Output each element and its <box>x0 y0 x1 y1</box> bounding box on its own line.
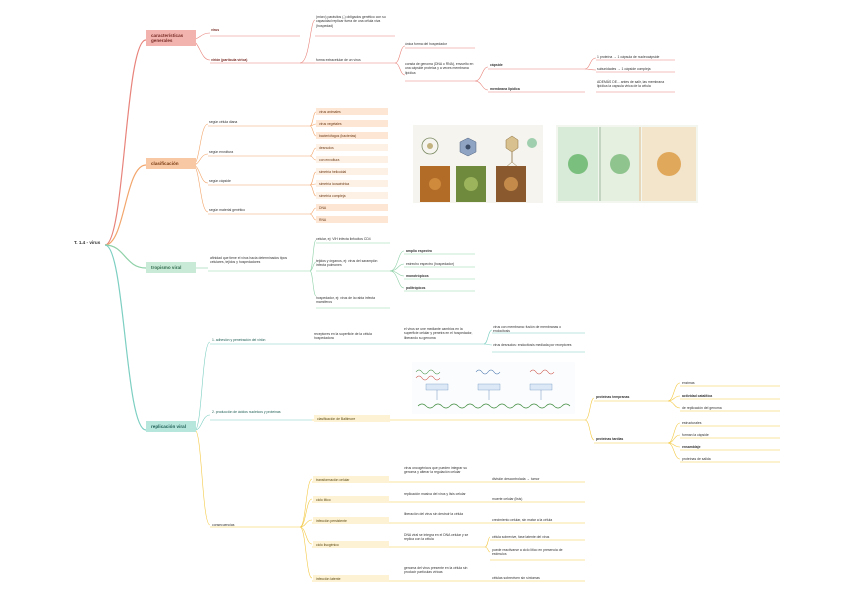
temp-item: enzimas <box>682 381 695 385</box>
capside-item: 1 proteína → 1 cápsula de nucleocápside <box>597 55 660 59</box>
cons-result: crecimiento celular, sin matar a la célu… <box>492 518 553 522</box>
temp-item: de replicación del genoma <box>682 406 722 410</box>
virus-definition: (micro) parásitos (-) obligados genético… <box>316 15 386 28</box>
clasif-item[interactable]: desnudos <box>316 144 388 151</box>
tropismo-tipo[interactable]: amplio espectro <box>406 249 433 253</box>
proteinas-tempranas[interactable]: proteínas tempranas <box>596 395 630 399</box>
cons-result: células sobreviven sin síntomas <box>492 576 540 580</box>
proteinas-tardias[interactable]: proteínas tardías <box>596 437 624 441</box>
tropismo-hospedador: hospedador, ej: virus de la rabia infect… <box>316 296 375 305</box>
clasif-item[interactable]: bacteriófagos (bacterias) <box>316 132 388 139</box>
tropismo-definition: afinidad que tiene el virus hacia determ… <box>210 256 288 265</box>
step1-right: virus desnudos: endocitosis mediada por … <box>493 343 572 347</box>
topic-replicacion[interactable]: replicación viral <box>146 421 196 433</box>
virion-label[interactable]: virión (partícula vírica) <box>211 58 248 62</box>
lisogenico-extra: puede reactivarse a ciclo lítico en pres… <box>492 548 563 557</box>
tard-item: ensamblaje <box>682 445 701 449</box>
cons-label[interactable]: infección latente <box>313 575 389 582</box>
step1-sub: el virus se une mediante cambios en la s… <box>404 327 473 340</box>
connector-replicacion <box>104 244 147 431</box>
tropismo-tipo[interactable]: monotrópicos <box>406 274 429 278</box>
step2-label[interactable]: 2. producción de ácidos nucleicos y prot… <box>212 410 281 414</box>
tard-item: estructurales <box>682 421 702 425</box>
clasif-item[interactable]: simetría icosaédrica <box>316 180 388 187</box>
cons-result: célula sobrevive, fase latente del virus <box>492 535 550 539</box>
cons-result: división descontrolada → tumor <box>492 477 540 481</box>
tropismo-tipo[interactable]: politrópicos <box>406 286 426 290</box>
cons-text: replicación masiva del virus y lisis cel… <box>404 492 466 496</box>
membrana-text: ADEMÁS DE... antes de salir, las membran… <box>597 80 665 89</box>
cons-text: DNA viral se integra en el DNA celular y… <box>404 533 469 542</box>
cons-text: virus oncogénicos que pueden integrar su… <box>404 466 467 475</box>
clasif-item[interactable]: virus animales <box>316 108 388 115</box>
connector-caracteristicas <box>104 39 147 246</box>
step1-right: virus con membrana: fusión de membranas … <box>493 325 562 334</box>
forma-unica: única forma del hospedador <box>405 42 448 46</box>
topic-clasificacion[interactable]: clasificación <box>146 158 196 170</box>
consecuencias-label[interactable]: consecuencias <box>212 523 235 527</box>
cons-label[interactable]: ciclo lisogénico <box>313 541 389 548</box>
tard-item: forman la cápside <box>682 433 709 437</box>
capside-label[interactable]: cápside <box>490 63 503 67</box>
cons-label[interactable]: ciclo lítico <box>313 496 389 503</box>
tard-item: proteínas de salida <box>682 457 711 461</box>
virus-label[interactable]: virus <box>211 28 220 32</box>
clasif-item[interactable]: RNA <box>316 216 388 223</box>
capside-item: subunidades → 1 cápside compleja <box>597 67 651 71</box>
clasif-item[interactable]: simetría helicoidal <box>316 168 388 175</box>
virion-definition: forma extracelular de un virus <box>316 58 361 62</box>
topic-tropismo[interactable]: tropismo viral <box>146 262 196 274</box>
clasif-group-label[interactable]: según envoltura <box>209 150 234 154</box>
clasif-group-label[interactable]: según material genético <box>209 208 246 212</box>
cons-label[interactable]: infección persistente <box>313 517 389 524</box>
baltimore-figure <box>412 362 575 414</box>
connector-tropismo <box>104 244 147 269</box>
temp-item: actividad catalítica <box>682 394 713 398</box>
clasif-item[interactable]: con envoltura <box>316 156 388 163</box>
cons-result: muerte celular (lisis) <box>492 497 523 501</box>
clasif-group-label[interactable]: según cápside <box>209 179 231 183</box>
root-topic[interactable]: T. 1.4 - virus <box>74 240 101 245</box>
step1-label[interactable]: 1. adhesión y penetración del virión <box>212 338 266 342</box>
cons-label[interactable]: transformación celular <box>313 476 389 483</box>
consta-de: consta de genoma (DNA o RNA), envuelto e… <box>405 62 474 75</box>
clasif-item[interactable]: DNA <box>316 204 388 211</box>
tropismo-tejidos: tejidos y órganos, ej: virus del sarampi… <box>316 259 378 268</box>
tropismo-tipo[interactable]: estrecho espectro (hospedador) <box>406 262 455 266</box>
baltimore-label[interactable]: clasificación de Baltimore <box>314 415 390 422</box>
clasif-item[interactable]: simetría compleja <box>316 192 388 199</box>
cons-text: genoma del virus presente en la célula s… <box>404 566 468 575</box>
tropismo-celular: celular, ej: VIH infecta linfocitos CD4 <box>316 237 371 241</box>
membrana-label[interactable]: membrana lipídica <box>490 87 520 91</box>
topic-caracteristicas[interactable]: características generales <box>146 30 196 47</box>
clasif-group-label[interactable]: según célula diana <box>209 120 238 124</box>
step1-text: receptores en la superficie de la célula… <box>314 332 372 341</box>
capsid-symmetry-figure <box>556 125 698 203</box>
clasif-item[interactable]: virus vegetales <box>316 120 388 127</box>
virus-morphology-figure <box>413 125 543 203</box>
cons-text: liberación del virus sin destruir la cél… <box>404 512 463 516</box>
connector-clasificacion <box>104 164 147 246</box>
